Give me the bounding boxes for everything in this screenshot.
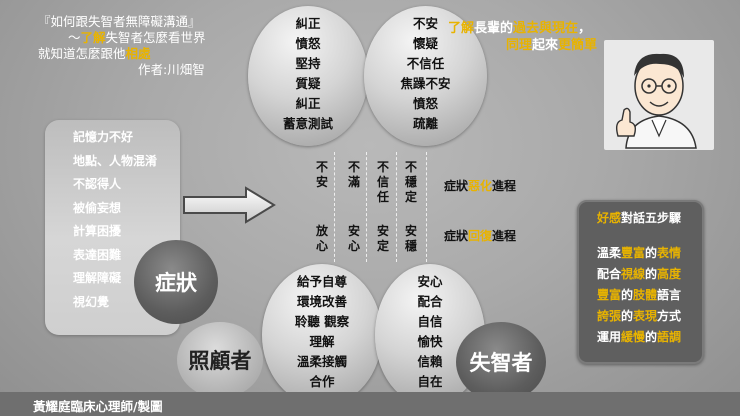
title-line-2: ～了解失智者怎麼看世界 [68, 30, 206, 45]
list-item: 理解障礙 [73, 271, 122, 285]
caregiver-positive-circle [262, 264, 382, 406]
five-steps-title: 好感對話五步驟 [596, 211, 682, 225]
divider [396, 152, 397, 262]
recovery-label: 症狀回復進程 [444, 229, 517, 243]
state-column-6: 安心 [347, 224, 360, 253]
step-item: 溫柔豐富的表情 [596, 246, 682, 260]
symptoms-label: 症狀 [134, 240, 218, 324]
state-column-7: 安定 [376, 224, 389, 253]
title-block: 『如何跟失智者無障礙溝通』 ～了解失智者怎麼看世界 就知道怎麼跟他相處 作者:川… [38, 14, 248, 78]
list-item: 表達困難 [73, 247, 122, 262]
caregiver-positive-list: 給予自尊 環境改善 聆聽 觀察 理解 溫柔接觸 合作 [262, 272, 382, 392]
step-item: 豐富的肢體語言 [596, 288, 682, 302]
state-column-8: 安穩 [404, 224, 417, 253]
state-column-5: 放心 [315, 224, 328, 253]
list-item: 不認得人 [73, 177, 122, 191]
arrow-right-icon [183, 186, 276, 224]
list-item: 給予自尊 [296, 274, 347, 289]
list-item: 合作 [309, 374, 335, 389]
list-item: 不安 [412, 16, 438, 31]
title-line-3: 就知道怎麼跟他相處 [38, 46, 151, 61]
list-item: 焦躁不安 [400, 76, 451, 91]
list-item: 理解 [309, 334, 335, 349]
patient-negative-list: 不安 懷疑 不信任 焦躁不安 憤怒 疏離 [364, 14, 487, 134]
list-item: 視幻覺 [73, 294, 110, 309]
list-item: 不信任 [406, 56, 445, 71]
title-line-1: 『如何跟失智者無障礙溝通』 [38, 14, 201, 29]
list-item: 被偷妄想 [73, 200, 122, 215]
step-item: 配合視線的高度 [596, 267, 682, 281]
five-steps-panel [577, 200, 704, 364]
list-item: 憤怒 [295, 36, 321, 51]
cartoon-man-thumbs-up [604, 40, 714, 150]
list-item: 懷疑 [412, 36, 438, 51]
list-item: 憤怒 [412, 96, 438, 111]
list-item: 溫柔接觸 [296, 354, 347, 369]
list-item: 環境改善 [296, 294, 347, 309]
divider [334, 152, 335, 262]
patient-negative-circle [364, 6, 487, 146]
list-item: 地點、人物混淆 [73, 153, 158, 168]
worsening-label: 症狀惡化進程 [444, 179, 517, 193]
list-item: 質疑 [295, 76, 321, 91]
list-item: 安心 [417, 274, 443, 289]
list-item: 堅持 [295, 56, 321, 71]
patient-label: 失智者 [456, 322, 546, 402]
step-item: 運用緩慢的語調 [596, 330, 682, 344]
step-item: 誇張的表現方式 [596, 309, 682, 323]
list-item: 信賴 [417, 354, 443, 369]
list-item: 自信 [417, 314, 443, 329]
state-column-2: 不滿 [347, 160, 360, 189]
patient-positive-list: 安心 配合 自信 愉快 信賴 自在 [375, 272, 485, 392]
list-item: 愉快 [417, 334, 443, 349]
footer-credit: 黃耀庭臨床心理師/製圖 [33, 399, 163, 414]
list-item: 配合 [417, 294, 443, 309]
state-column-3: 不信任 [376, 160, 389, 204]
caregiver-negative-list: 糾正 憤怒 堅持 質疑 糾正 蓄意測試 [248, 14, 368, 134]
caregiver-label: 照顧者 [177, 322, 263, 398]
state-column-4: 不穩定 [404, 160, 417, 204]
footer-bar [0, 392, 740, 416]
symptoms-list: 記憶力不好 地點、人物混淆 不認得人 被偷妄想 計算困擾 表達困難 理解障礙 視… [73, 126, 157, 314]
list-item: 糾正 [295, 96, 321, 111]
list-item: 糾正 [295, 16, 321, 31]
speech-text: 了解長輩的過去與現在， 同理起來更簡單 [448, 20, 597, 54]
list-item: 自在 [417, 374, 443, 389]
list-item: 蓄意測試 [282, 116, 333, 131]
divider [426, 152, 427, 262]
five-steps-list: 好感對話五步驟 溫柔豐富的表情 配合視線的高度 豐富的肢體語言 誇張的表現方式 … [583, 208, 695, 348]
list-item: 記憶力不好 [73, 130, 134, 144]
caregiver-negative-circle [248, 6, 368, 146]
speech-line-1: 了解長輩的過去與現在， [448, 21, 592, 36]
list-item: 疏離 [412, 116, 438, 131]
divider [366, 152, 367, 262]
list-item: 計算困擾 [73, 224, 122, 238]
list-item: 聆聽 觀察 [294, 314, 350, 329]
state-column-1: 不安 [315, 160, 328, 189]
author-label: 作者:川畑智 [138, 62, 205, 77]
speech-line-2: 同理起來更簡單 [506, 38, 598, 53]
